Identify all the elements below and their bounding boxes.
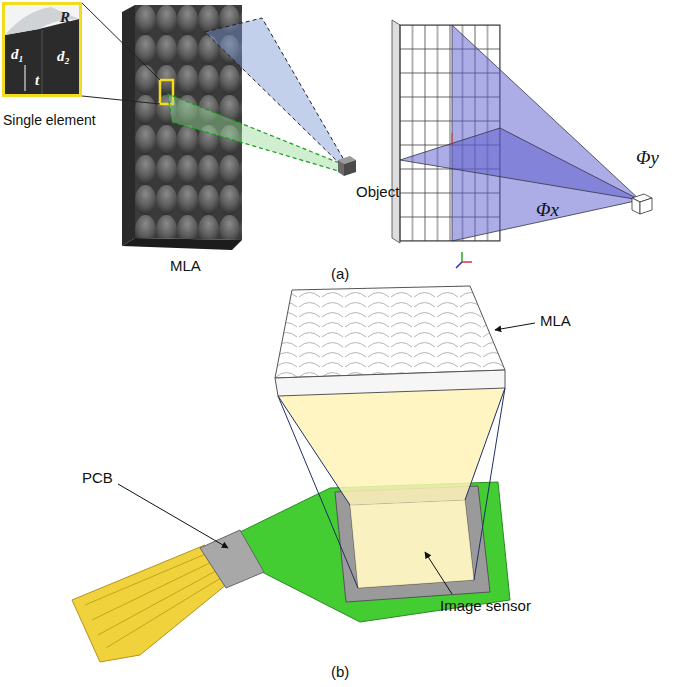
- dimension-label: d₂: [57, 49, 70, 64]
- object-cube: [640, 198, 652, 214]
- cone-edge: [278, 396, 358, 588]
- inset-caption: Single element: [3, 113, 96, 127]
- dimension-label: d₁: [11, 47, 24, 62]
- image-sensor: [350, 500, 474, 588]
- dimension-label: t: [35, 73, 39, 88]
- panel-label: (a): [331, 266, 349, 283]
- mla-base: [122, 238, 242, 250]
- connector: [200, 530, 264, 588]
- part-label: PCB: [82, 470, 113, 487]
- axis-mark: [452, 133, 453, 145]
- angle-label: Φx: [536, 200, 559, 221]
- object-cube: [632, 198, 640, 214]
- cone-edge: [278, 396, 350, 505]
- phi-y-plane: [452, 25, 640, 241]
- cone-edge: [465, 388, 505, 500]
- part-label: Image sensor: [440, 598, 531, 615]
- cone-edge: [474, 388, 505, 580]
- part-label: MLA: [170, 258, 201, 275]
- light-cone: [350, 500, 474, 588]
- pointer-arrow: [425, 552, 452, 594]
- dimension-label: R: [60, 10, 70, 25]
- mla-side: [122, 5, 135, 246]
- mla-front: [275, 370, 505, 396]
- light-cone: [278, 388, 505, 505]
- panel-label: (b): [331, 664, 349, 681]
- angle-label: Φy: [636, 148, 659, 169]
- object-cube: [344, 160, 356, 176]
- pointer-arrow: [118, 484, 228, 548]
- part-label: MLA: [540, 313, 571, 330]
- pointer-arrow: [495, 323, 535, 330]
- part-label: Object: [356, 184, 399, 201]
- axis-icon: [461, 252, 463, 262]
- inset-box: Rd₁d₂tSingle element: [2, 2, 82, 97]
- phi-x-plane: [400, 128, 640, 200]
- axis-icon: [462, 261, 472, 263]
- axis-icon: [456, 262, 462, 268]
- mla-top: [275, 286, 505, 378]
- grid-side: [392, 20, 400, 243]
- green-beam: [168, 94, 342, 172]
- zoom-line: [82, 3, 160, 80]
- cable-lines: [85, 550, 229, 648]
- zoom-line: [82, 96, 160, 104]
- flex-cable: [72, 545, 232, 662]
- object-cube: [338, 160, 344, 176]
